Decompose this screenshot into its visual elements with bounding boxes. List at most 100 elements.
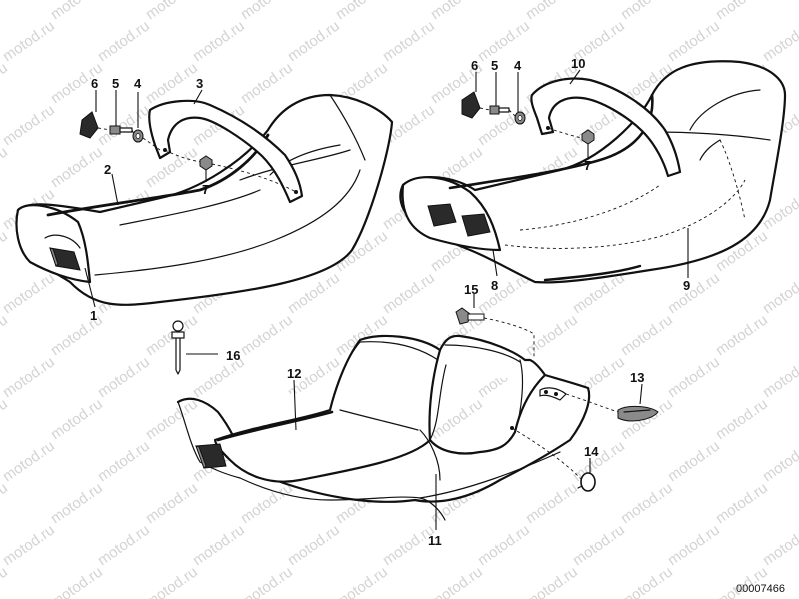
watermark-text: motod.ru xyxy=(428,0,486,23)
watermark-text: motod.ru xyxy=(523,311,581,359)
watermark-text: motod.ru xyxy=(618,311,676,359)
watermark-text: motod.ru xyxy=(475,17,533,65)
cap-14 xyxy=(577,472,596,492)
callout-layer: 1 2 3 4 5 6 7 6 5 4 10 7 8 9 15 16 12 13… xyxy=(90,56,690,548)
watermark-text: motod.ru xyxy=(48,479,106,527)
callout-9: 9 xyxy=(683,278,690,293)
watermark-text: motod.ru xyxy=(95,353,153,401)
watermark-text: motod.ru xyxy=(0,479,11,527)
callout-7b: 7 xyxy=(584,158,591,173)
watermark-text: motod.ru xyxy=(760,269,799,317)
watermark-text: motod.ru xyxy=(760,437,799,485)
bracket-6-right xyxy=(461,91,481,119)
watermark-text: motod.ru xyxy=(570,521,628,569)
seat-2-body xyxy=(399,60,787,284)
seat-1-body xyxy=(15,93,394,306)
callout-10: 10 xyxy=(571,56,585,71)
watermark-text: motod.ru xyxy=(0,101,58,149)
watermark-text: motod.ru xyxy=(48,563,106,599)
watermark-text: motod.ru xyxy=(95,437,153,485)
callout-8: 8 xyxy=(491,278,498,293)
callout-12: 12 xyxy=(287,366,301,381)
seat-2-front-slot-b xyxy=(461,213,491,237)
watermark-text: motod.ru xyxy=(570,437,628,485)
watermark-text: motod.ru xyxy=(428,563,486,599)
callout-4: 4 xyxy=(134,76,142,91)
watermark-text: motod.ru xyxy=(0,353,58,401)
watermark-text: motod.ru xyxy=(190,17,248,65)
callout-14: 14 xyxy=(584,444,599,459)
callout-6: 6 xyxy=(91,76,98,91)
seat-2-front-slot-a xyxy=(427,203,457,227)
watermark-text: motod.ru xyxy=(143,395,201,443)
watermark-text: motod.ru xyxy=(333,563,391,599)
callout-1: 1 xyxy=(90,308,97,323)
watermark-text: motod.ru xyxy=(713,479,771,527)
watermark-text: motod.ru xyxy=(665,353,723,401)
watermark-text: motod.ru xyxy=(143,0,201,23)
watermark-text: motod.ru xyxy=(0,143,11,191)
callout-6b: 6 xyxy=(471,58,478,73)
callout-2: 2 xyxy=(104,162,111,177)
watermark-text: motod.ru xyxy=(0,437,58,485)
watermark-text: motod.ru xyxy=(713,0,771,23)
watermark-text: motod.ru xyxy=(190,521,248,569)
callout-16: 16 xyxy=(226,348,240,363)
watermark-text: motod.ru xyxy=(0,227,11,275)
callout-7: 7 xyxy=(202,182,209,197)
watermark-text: motod.ru xyxy=(48,143,106,191)
watermark-text: motod.ru xyxy=(143,479,201,527)
watermark-text: motod.ru xyxy=(665,17,723,65)
watermark-text: motod.ru xyxy=(523,479,581,527)
watermark-text: motod.ru xyxy=(238,311,296,359)
watermark-text: motod.ru xyxy=(380,17,438,65)
washer-4-left xyxy=(132,129,144,143)
reflector-13 xyxy=(617,405,659,422)
nut-7-left xyxy=(199,155,213,171)
seat-standard xyxy=(15,89,394,308)
callout-11: 11 xyxy=(428,533,442,548)
watermark-text: motod.ru xyxy=(713,311,771,359)
washer-4-right xyxy=(514,111,526,125)
callout-3: 3 xyxy=(196,76,203,91)
watermark-text: motod.ru xyxy=(618,0,676,23)
reference-code: 00007466 xyxy=(736,583,785,595)
watermark-text: motod.ru xyxy=(95,17,153,65)
watermark-text: motod.ru xyxy=(760,17,799,65)
watermark-text: motod.ru xyxy=(665,437,723,485)
grab-handle-10 xyxy=(530,77,682,178)
watermark-text: motod.ru xyxy=(0,17,58,65)
watermark-text: motod.ru xyxy=(0,521,58,569)
callout-15: 15 xyxy=(464,282,478,297)
grab-handle-3 xyxy=(148,99,304,204)
bracket-6-left xyxy=(79,111,99,139)
seat-sport xyxy=(171,294,659,530)
watermark-text: motod.ru xyxy=(713,395,771,443)
callout-5: 5 xyxy=(112,76,119,91)
watermark-text: motod.ru xyxy=(285,521,343,569)
watermark-text: motod.ru xyxy=(380,269,438,317)
watermark-text: motod.ru xyxy=(523,563,581,599)
watermark-text: motod.ru xyxy=(238,479,296,527)
watermark-text: motod.ru xyxy=(760,353,799,401)
screw-15 xyxy=(455,307,485,325)
watermark-text: motod.ru xyxy=(665,269,723,317)
watermark-text: motod.ru xyxy=(48,0,106,23)
watermark-text: motod.ru xyxy=(665,521,723,569)
watermark-text: motod.ru xyxy=(0,59,11,107)
watermark-text: motod.ru xyxy=(95,101,153,149)
watermark-text: motod.ru xyxy=(143,563,201,599)
watermark-text: motod.ru xyxy=(618,563,676,599)
watermark-text: motod.ru xyxy=(333,0,391,23)
watermark-text: motod.ru xyxy=(238,563,296,599)
watermark-text: motod.ru xyxy=(285,17,343,65)
watermark-text: motod.ru xyxy=(618,479,676,527)
watermark-text: motod.ru xyxy=(0,269,58,317)
watermark-text: motod.ru xyxy=(0,395,11,443)
nut-7-right xyxy=(581,129,595,145)
watermark-text: motod.ru xyxy=(523,0,581,23)
watermark-text: motod.ru xyxy=(143,143,201,191)
callout-13: 13 xyxy=(630,370,644,385)
